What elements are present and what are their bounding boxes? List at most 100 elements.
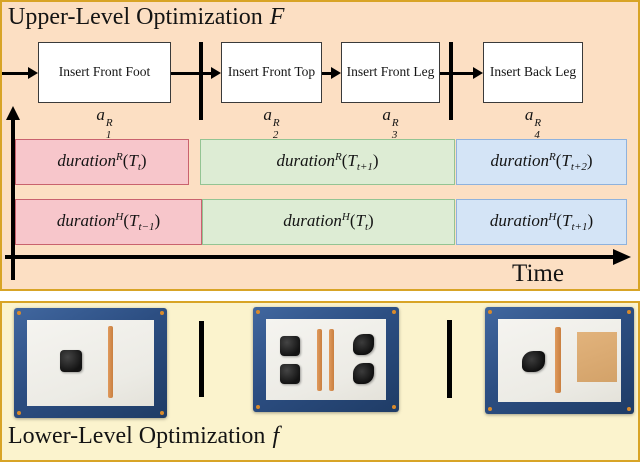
segment-divider-1 <box>199 42 203 120</box>
flow-arrow-2-3 <box>322 67 341 79</box>
duration-word: duration <box>57 151 116 170</box>
tray-interior <box>266 319 386 400</box>
duration-word: duration <box>276 151 336 170</box>
duration-sup: R <box>115 151 123 163</box>
tray-screw <box>488 407 492 411</box>
assembly-photo-1 <box>14 308 167 418</box>
paren: ( <box>349 211 356 230</box>
photo-item-block-round <box>353 363 374 384</box>
tray-screw <box>627 310 631 314</box>
action-sub: 2 <box>272 128 279 141</box>
task-label: Insert Back Leg <box>489 64 577 80</box>
flow-arrow-in <box>2 67 38 79</box>
photo-item-block-round <box>353 334 374 355</box>
action-base: a <box>382 105 391 124</box>
duration-sup: R <box>335 151 342 163</box>
duration-sub: t <box>137 161 141 173</box>
action-sup: R <box>272 117 280 129</box>
duration-word: duration <box>489 211 549 230</box>
paren: ) <box>368 211 374 230</box>
photo-item-block <box>280 364 300 384</box>
segment-divider-2 <box>449 42 453 120</box>
duration-sub: t+1 <box>356 161 373 173</box>
photo-item-stick <box>555 327 561 393</box>
action-sup: R <box>534 117 542 129</box>
tray-screw <box>256 405 260 409</box>
photo-item-panel-board <box>577 332 617 382</box>
task-box-insert-back-leg: Insert Back Leg <box>483 42 583 103</box>
flow-arrow-3-4 <box>440 67 483 79</box>
duration-var: T <box>129 211 139 230</box>
task-label: Insert Front Top <box>227 64 316 80</box>
duration-word: duration <box>56 211 116 230</box>
duration-word: duration <box>490 151 550 170</box>
duration-sup: H <box>548 211 557 223</box>
tray-screw <box>392 405 396 409</box>
task-label: Insert Front Foot <box>58 64 151 80</box>
tray-screw <box>17 411 21 415</box>
time-axis-horizontal-arrowhead <box>613 249 631 265</box>
tray-screw <box>256 310 260 314</box>
flow-arrow-1-2 <box>171 67 221 79</box>
duration-sup: H <box>341 211 350 223</box>
duration-var: T <box>561 151 571 170</box>
photo-item-stick <box>317 329 322 391</box>
duration-var: T <box>355 211 365 230</box>
action-sub: 4 <box>534 128 540 141</box>
action-base: a <box>524 105 534 124</box>
duration-sub: t+1 <box>571 221 588 233</box>
paren: ) <box>154 211 161 230</box>
duration-human-cell-1: durationH(Tt−1) <box>15 199 202 245</box>
duration-sub: t−1 <box>138 221 155 233</box>
task-box-insert-front-leg: Insert Front Leg <box>341 42 440 103</box>
duration-var: T <box>347 151 357 170</box>
lower-title-text: Lower-Level Optimization <box>8 423 266 449</box>
paren: ) <box>372 151 379 170</box>
time-axis-horizontal <box>5 255 614 259</box>
duration-robot-cell-1: durationR(Tt) <box>15 139 189 185</box>
tray-screw <box>17 311 21 315</box>
tray-interior <box>27 320 154 406</box>
upper-title-text: Upper-Level Optimization <box>8 4 263 30</box>
upper-title-symbol: F <box>269 4 285 30</box>
paren: ( <box>122 151 129 170</box>
action-sub: 3 <box>391 128 398 141</box>
duration-sub: t <box>364 221 369 233</box>
action-base: a <box>263 105 272 124</box>
duration-sub: t+2 <box>570 161 587 173</box>
lower-title-symbol: f <box>272 423 280 449</box>
duration-sup: R <box>549 151 556 163</box>
action-sub: 1 <box>105 128 112 141</box>
tray-screw <box>488 310 492 314</box>
paren: ( <box>555 151 562 170</box>
duration-human-cell-2: durationH(Tt) <box>202 199 455 245</box>
duration-human-cell-3: durationH(Tt+1) <box>456 199 627 245</box>
assembly-photo-2 <box>253 307 399 412</box>
duration-robot-cell-3: durationR(Tt+2) <box>456 139 627 185</box>
paren: ) <box>140 151 147 170</box>
photo-item-block <box>280 336 300 356</box>
assembly-photo-3 <box>485 307 634 414</box>
duration-var: T <box>562 211 572 230</box>
photo-divider-1 <box>199 321 204 397</box>
action-base: a <box>96 105 105 124</box>
duration-word: duration <box>283 211 342 230</box>
photo-item-block <box>60 350 82 372</box>
duration-sup: H <box>115 211 124 223</box>
tray-interior <box>498 319 621 402</box>
paren: ( <box>341 151 348 170</box>
photo-item-stick <box>108 326 113 398</box>
time-axis-vertical-arrowhead <box>6 106 20 120</box>
paren: ( <box>123 211 130 230</box>
paren: ) <box>586 151 593 170</box>
task-box-insert-front-foot: Insert Front Foot <box>38 42 171 103</box>
task-label: Insert Front Leg <box>346 64 435 80</box>
